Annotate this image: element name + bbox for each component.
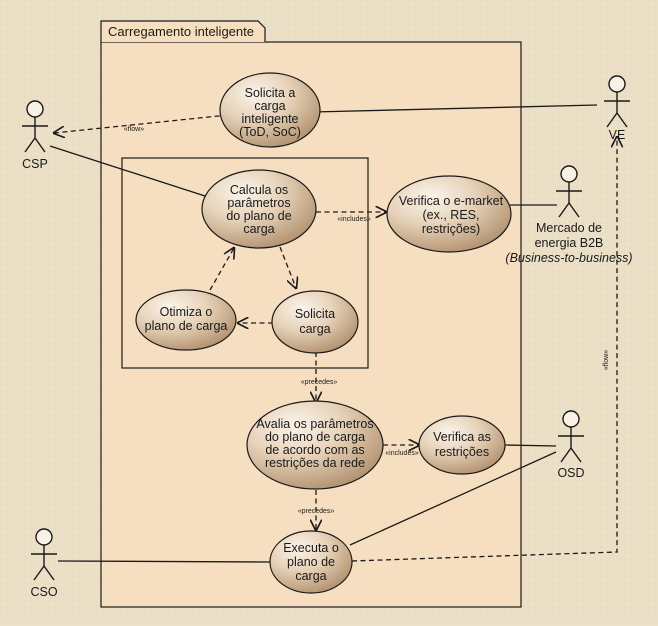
label-flow-ve: «flow» bbox=[603, 350, 610, 370]
usecase-avalia-parametros: Avalia os parâmetros do plano de carga d… bbox=[246, 400, 384, 490]
svg-text:plano de carga: plano de carga bbox=[145, 319, 228, 333]
flow-to-csp bbox=[54, 114, 229, 133]
svg-text:carga: carga bbox=[254, 99, 285, 113]
svg-text:Solicita a: Solicita a bbox=[245, 86, 296, 100]
assoc-ve-solicita bbox=[312, 104, 598, 113]
actor-osd bbox=[558, 410, 584, 463]
label-precedes-1: «precedes» bbox=[301, 379, 338, 386]
svg-text:inteligente: inteligente bbox=[242, 112, 299, 126]
svg-text:restrições: restrições bbox=[435, 445, 489, 459]
actor-osd-label: OSD bbox=[557, 466, 584, 480]
svg-text:do plano de: do plano de bbox=[226, 209, 291, 223]
svg-text:carga: carga bbox=[295, 569, 326, 583]
svg-text:Verifica o e-market: Verifica o e-market bbox=[399, 194, 504, 208]
actor-csp bbox=[22, 100, 48, 153]
svg-text:restrições da rede: restrições da rede bbox=[265, 456, 365, 470]
assoc-cso-executa bbox=[57, 560, 271, 563]
actor-ve bbox=[604, 75, 630, 128]
svg-text:parâmetros: parâmetros bbox=[227, 196, 290, 210]
usecase-verifica-emarket: Verifica o e-market (ex., RES, restriçõe… bbox=[386, 175, 512, 253]
svg-text:carga: carga bbox=[243, 222, 274, 236]
associations bbox=[49, 104, 598, 563]
svg-text:plano de: plano de bbox=[287, 555, 335, 569]
flow-to-ve bbox=[351, 137, 617, 562]
actor-mercado-line1: Mercado de bbox=[536, 221, 602, 235]
label-includes-emarket: «includes» bbox=[337, 216, 371, 223]
assoc-csp-calcula bbox=[49, 145, 206, 197]
label-precedes-2: «precedes» bbox=[298, 508, 335, 515]
stereotype-labels: «flow» «includes» «precedes» «includes» … bbox=[124, 126, 610, 515]
calcula-to-solicita bbox=[279, 246, 296, 288]
svg-text:Avalia os parâmetros: Avalia os parâmetros bbox=[256, 417, 373, 431]
svg-text:Otimiza o: Otimiza o bbox=[160, 305, 213, 319]
svg-text:Executa o: Executa o bbox=[283, 541, 339, 555]
actor-mercado-line3: (Business-to-business) bbox=[505, 251, 632, 265]
usecase-solicita-carga: Solicita carga bbox=[271, 290, 359, 354]
label-includes-restricoes: «includes» bbox=[385, 450, 419, 457]
svg-text:Solicita: Solicita bbox=[295, 307, 335, 321]
svg-text:(ToD, SoC): (ToD, SoC) bbox=[239, 125, 301, 139]
usecase-solicita-carga-inteligente: Solicita a carga inteligente (ToD, SoC) bbox=[219, 72, 321, 148]
actor-csp-label: CSP bbox=[22, 157, 48, 171]
svg-text:de acordo com as: de acordo com as bbox=[265, 443, 364, 457]
usecase-verifica-restricoes: Verifica as restrições bbox=[418, 415, 506, 475]
actor-mercado bbox=[556, 165, 582, 218]
svg-text:Calcula os: Calcula os bbox=[230, 183, 288, 197]
actor-mercado-line2: energia B2B bbox=[535, 236, 604, 250]
usecase-calcula-parametros: Calcula os parâmetros do plano de carga bbox=[201, 169, 317, 249]
label-flow-csp: «flow» bbox=[124, 126, 144, 133]
svg-text:do plano de carga: do plano de carga bbox=[265, 430, 365, 444]
actor-ve-label: VE bbox=[609, 128, 626, 142]
actor-cso bbox=[31, 528, 57, 581]
usecase-executa-plano: Executa o plano de carga bbox=[269, 530, 353, 594]
svg-text:carga: carga bbox=[299, 322, 330, 336]
composite-box bbox=[121, 157, 369, 369]
svg-text:(ex., RES,: (ex., RES, bbox=[423, 208, 480, 222]
usecase-otimiza-plano: Otimiza o plano de carga bbox=[135, 289, 237, 351]
dependencies bbox=[54, 114, 617, 562]
boundary-title: Carregamento inteligente bbox=[108, 24, 254, 39]
assoc-osd-verifica bbox=[504, 444, 557, 447]
svg-text:restrições): restrições) bbox=[422, 222, 480, 236]
actor-cso-label: CSO bbox=[30, 585, 57, 599]
svg-text:Verifica as: Verifica as bbox=[433, 430, 491, 444]
assoc-osd-executa bbox=[349, 451, 557, 546]
